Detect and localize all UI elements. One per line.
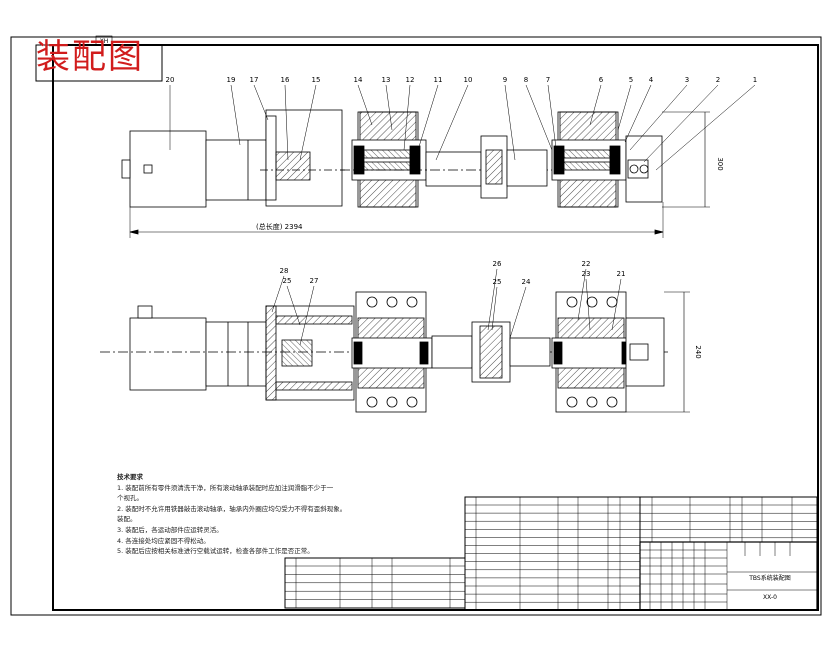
callout-label: 27: [310, 277, 319, 285]
callout-leader: [547, 84, 557, 149]
callout-leader: [509, 286, 527, 339]
callout-label: 3: [685, 76, 689, 84]
callout-leader: [577, 268, 587, 321]
callout-label: 24: [522, 278, 531, 286]
callout-label: 9: [503, 76, 507, 84]
drawing-name: TBS系统装配图: [748, 574, 791, 582]
top-view: [121, 109, 710, 238]
callout-label: 7: [546, 76, 550, 84]
notes-line: 5. 装配后应按相关标准进行空载试运转，检查各部件工作是否正常。: [117, 547, 314, 556]
parts-list-tables: [284, 496, 818, 611]
bottom-view: [100, 291, 690, 413]
callout-label: 23: [582, 270, 591, 278]
callout-leader: [655, 84, 756, 171]
callout-label: 14: [354, 76, 363, 84]
callout-leader: [643, 84, 719, 163]
callout-leader: [617, 84, 632, 131]
overall-length-dimension: (总长度) 2394: [256, 222, 303, 231]
notes-line: 4. 各连接处均应紧固不得松动。: [117, 536, 210, 545]
callout-label: 4: [649, 76, 654, 84]
notes-title: 技术要求: [117, 473, 143, 481]
callout-label: 10: [464, 76, 473, 84]
callout-leader: [271, 275, 285, 313]
callout-label: 20: [166, 76, 175, 84]
callout-leader: [357, 84, 373, 126]
callout-label: 16: [281, 76, 290, 84]
callout-leader: [585, 278, 591, 331]
callout-label: 13: [382, 76, 391, 84]
bottom-callouts: 28 25 27 26 25 24 22 23 21: [271, 260, 626, 346]
top-callouts: 20 19 17 16 15 14 13 12 11 10 9 8 7 6 5 4 3 2 1: [166, 76, 757, 171]
callout-leader: [417, 84, 439, 151]
assembly-drawing-stamp: 装配图: [36, 37, 144, 77]
callout-label: 6: [599, 76, 604, 84]
callout-label: 25: [283, 277, 292, 285]
notes-line: 2. 装配时不允许用铁器敲击滚动轴承，轴承内外圈应均匀受力不得有歪斜现象。: [117, 504, 347, 513]
callout-leader: [611, 278, 622, 331]
callout-label: 28: [280, 267, 289, 275]
drawing-number: XX-0: [763, 594, 777, 601]
callout-leader: [491, 286, 498, 331]
callout-label: 15: [312, 76, 321, 84]
notes-line: 个视孔。: [117, 494, 143, 503]
callout-label: 8: [524, 76, 528, 84]
callout-leader: [629, 84, 688, 151]
callout-leader: [385, 84, 393, 131]
notes-line: 1. 装配前所有零件须清洗干净，所有滚动轴承装配时应加注润滑脂不少于一: [117, 483, 334, 492]
callout-leader: [403, 84, 411, 151]
callout-label: 21: [617, 270, 626, 278]
notes-line: 装配。: [117, 515, 137, 524]
corner-code: XH: [100, 38, 109, 45]
callout-label: 5: [629, 76, 633, 84]
top-height-dimension: 300: [716, 157, 724, 170]
callout-label: 12: [406, 76, 415, 84]
callout-leader: [624, 84, 652, 143]
callout-leader: [435, 84, 469, 161]
callout-leader: [525, 84, 553, 151]
callout-leader: [253, 84, 269, 121]
callout-leader: [299, 285, 315, 346]
callout-leader: [286, 285, 301, 326]
callout-label: 22: [582, 260, 591, 268]
technical-requirements: 技术要求 1. 装配前所有零件须清洗干净，所有滚动轴承装配时应加注润滑脂不少于一…: [117, 472, 377, 557]
callout-leader: [230, 84, 241, 146]
table-grid: [639, 541, 818, 611]
callout-leader: [504, 84, 516, 161]
callout-label: 19: [227, 76, 236, 84]
callout-label: 2: [716, 76, 720, 84]
callout-label: 1: [753, 76, 757, 84]
callout-leader: [299, 84, 317, 161]
callout-label: 17: [250, 76, 259, 84]
callout-leader: [487, 268, 498, 331]
bottom-height-dimension: 240: [694, 345, 702, 358]
callout-label: 26: [493, 260, 502, 268]
callout-leader: [284, 84, 289, 161]
table-grid: [639, 496, 818, 543]
notes-line: 3. 装配后，各运动部件应运转灵活。: [117, 525, 223, 534]
callout-leader: [589, 84, 602, 126]
callout-label: 11: [434, 76, 443, 84]
callout-label: 25: [493, 278, 502, 286]
